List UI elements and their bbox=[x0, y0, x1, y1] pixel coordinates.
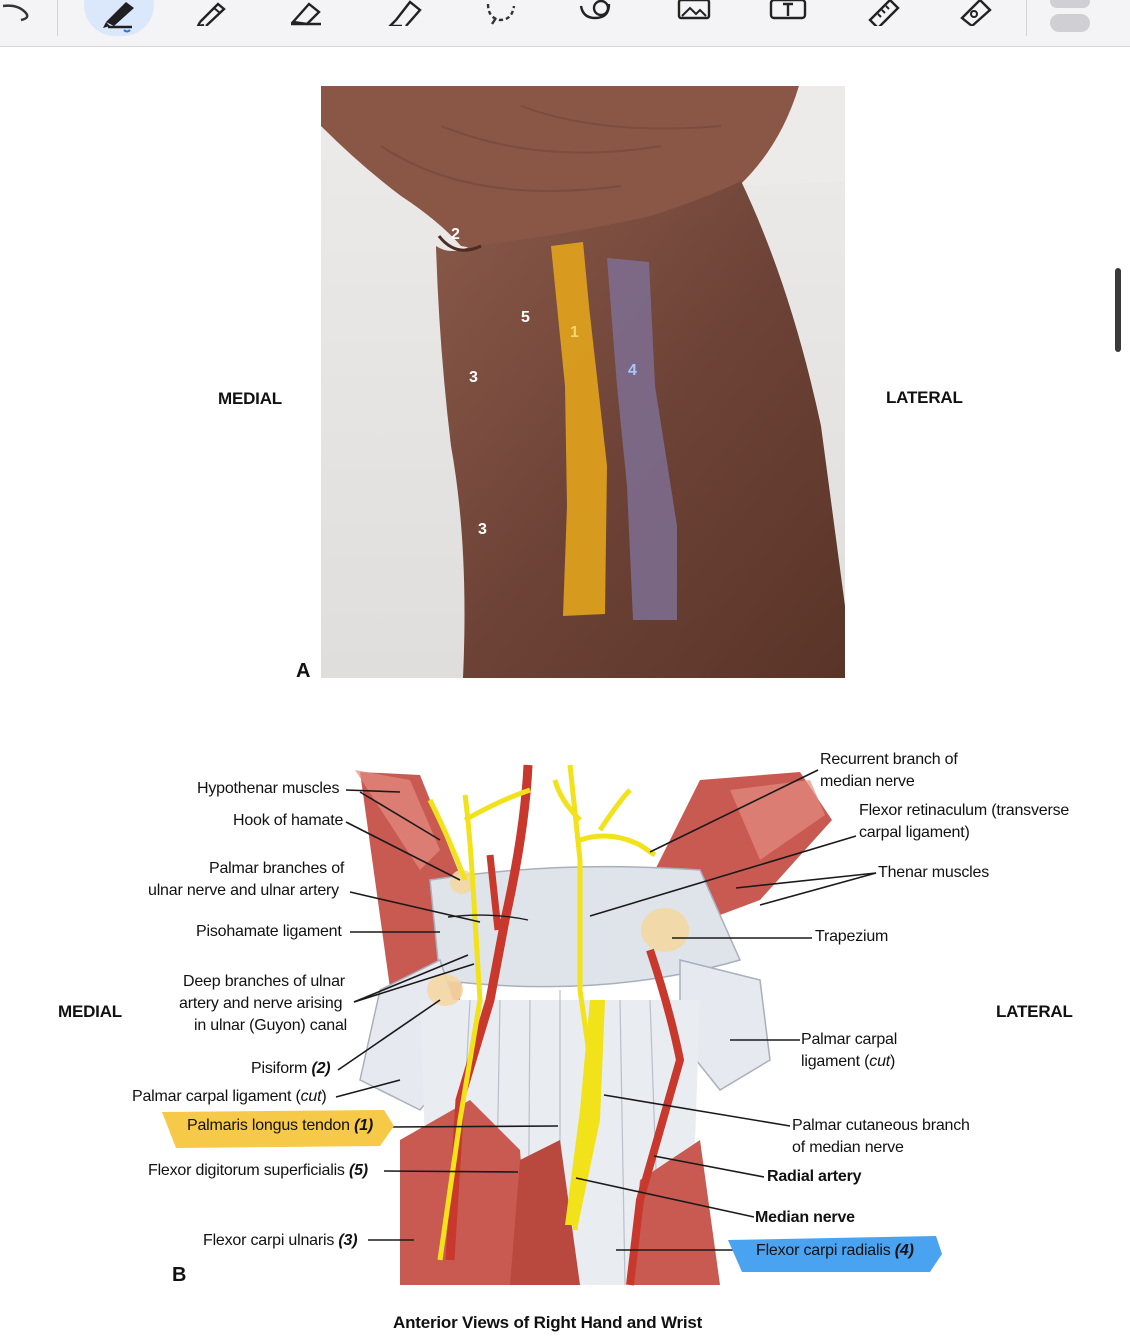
label-flexor-carpi-radialis: Flexor carpi radialis (4) bbox=[756, 1242, 914, 1259]
marker-5: 5 bbox=[521, 309, 530, 326]
label-palmar-carpal-ligament-right-line1: Palmar carpal bbox=[801, 1031, 898, 1048]
color-swatch-button[interactable] bbox=[1040, 0, 1100, 44]
figure-b-medial-label: MEDIAL bbox=[58, 1002, 122, 1021]
marker-2: 2 bbox=[451, 226, 460, 243]
text-box-icon bbox=[769, 0, 807, 20]
ulnar-artery-shape bbox=[445, 764, 533, 1261]
marker-4: 4 bbox=[628, 362, 637, 379]
label-hook-of-hamate: Hook of hamate bbox=[233, 812, 344, 829]
label-palmar-branches-line2: ulnar nerve and ulnar artery bbox=[148, 882, 339, 899]
radial-artery-shape bbox=[626, 948, 685, 1286]
label-median-nerve: Median nerve bbox=[755, 1209, 855, 1226]
figure-b-letter: B bbox=[172, 1264, 187, 1286]
wrist-anatomy-illustration bbox=[162, 764, 942, 1286]
fcr-highlight bbox=[728, 1236, 942, 1272]
vertical-scrollbar-thumb[interactable] bbox=[1115, 268, 1121, 352]
label-palmaris-longus-tendon: Palmaris longus tendon (1) bbox=[187, 1117, 374, 1134]
pencil-tool-button[interactable] bbox=[178, 0, 238, 44]
tape-icon bbox=[960, 0, 992, 26]
label-flexor-digitorum-superficialis: Flexor digitorum superficialis (5) bbox=[148, 1162, 368, 1179]
image-icon bbox=[677, 0, 711, 20]
text-box-tool-button[interactable] bbox=[758, 0, 818, 44]
color-swatch-icon bbox=[1050, 0, 1090, 32]
undo-icon bbox=[2, 4, 29, 22]
figure-a-medial-label: MEDIAL bbox=[218, 389, 282, 408]
label-radial-artery: Radial artery bbox=[767, 1168, 862, 1185]
label-flexor-carpi-ulnaris: Flexor carpi ulnaris (3) bbox=[203, 1232, 358, 1249]
palmaris-highlight bbox=[162, 1110, 394, 1148]
label-thenar-muscles: Thenar muscles bbox=[878, 864, 990, 881]
ruler-icon bbox=[868, 0, 900, 26]
label-deep-branches-line2: artery and nerve arising bbox=[179, 995, 343, 1012]
label-deep-branches-line3: in ulnar (Guyon) canal bbox=[194, 1017, 348, 1034]
label-palmar-branches-line1: Palmar branches of bbox=[209, 860, 345, 877]
label-recurrent-branch-line2: median nerve bbox=[820, 773, 915, 790]
label-hypothenar-muscles: Hypothenar muscles bbox=[197, 780, 340, 797]
pencil-icon bbox=[196, 2, 226, 26]
toolbar-divider bbox=[1026, 0, 1027, 36]
label-palmar-carpal-ligament-left: Palmar carpal ligament (cut) bbox=[132, 1088, 327, 1105]
tape-tool-button[interactable] bbox=[944, 0, 1004, 44]
lasso-tool-button[interactable] bbox=[470, 0, 530, 44]
label-palmar-cutaneous-branch-line1: Palmar cutaneous branch bbox=[792, 1117, 970, 1134]
marker-1: 1 bbox=[570, 324, 579, 341]
label-trapezium: Trapezium bbox=[815, 928, 889, 945]
shapes-icon bbox=[579, 0, 611, 20]
wrist-photo bbox=[321, 86, 845, 678]
toolbar-divider bbox=[57, 0, 58, 36]
shapes-tool-button[interactable] bbox=[566, 0, 626, 44]
pen-icon bbox=[103, 2, 134, 33]
label-flexor-retinaculum-line2: carpal ligament) bbox=[859, 824, 970, 841]
figure-b-lateral-label: LATERAL bbox=[996, 1002, 1073, 1021]
label-recurrent-branch-line1: Recurrent branch of bbox=[820, 751, 958, 768]
label-pisiform: Pisiform (2) bbox=[251, 1060, 331, 1077]
image-tool-button[interactable] bbox=[662, 0, 722, 44]
figure-a-letter: A bbox=[296, 660, 311, 682]
label-palmar-carpal-ligament-right-line2: ligament (cut) bbox=[801, 1053, 896, 1070]
undo-button[interactable] bbox=[0, 0, 44, 44]
label-pisohamate-ligament: Pisohamate ligament bbox=[196, 923, 342, 940]
marker-3-lower: 3 bbox=[478, 521, 487, 538]
lasso-icon bbox=[486, 3, 516, 25]
highlighter-icon bbox=[388, 0, 422, 26]
palmaris-longus-marking bbox=[551, 242, 607, 616]
eraser-icon bbox=[290, 2, 321, 26]
pen-tool-button[interactable] bbox=[82, 0, 156, 44]
label-flexor-retinaculum-line1: Flexor retinaculum (transverse bbox=[859, 802, 1070, 819]
ruler-tool-button[interactable] bbox=[852, 0, 912, 44]
figure-b-caption: Anterior Views of Right Hand and Wrist bbox=[393, 1313, 703, 1332]
annotation-toolbar bbox=[0, 0, 1130, 47]
marker-3-upper: 3 bbox=[469, 369, 478, 386]
eraser-tool-button[interactable] bbox=[276, 0, 336, 44]
label-deep-branches-line1: Deep branches of ulnar bbox=[183, 973, 345, 990]
label-palmar-cutaneous-branch-line2: of median nerve bbox=[792, 1139, 904, 1156]
flexor-carpi-radialis-marking bbox=[607, 258, 677, 620]
highlighter-tool-button[interactable] bbox=[372, 0, 432, 44]
figure-a-lateral-label: LATERAL bbox=[886, 388, 963, 407]
